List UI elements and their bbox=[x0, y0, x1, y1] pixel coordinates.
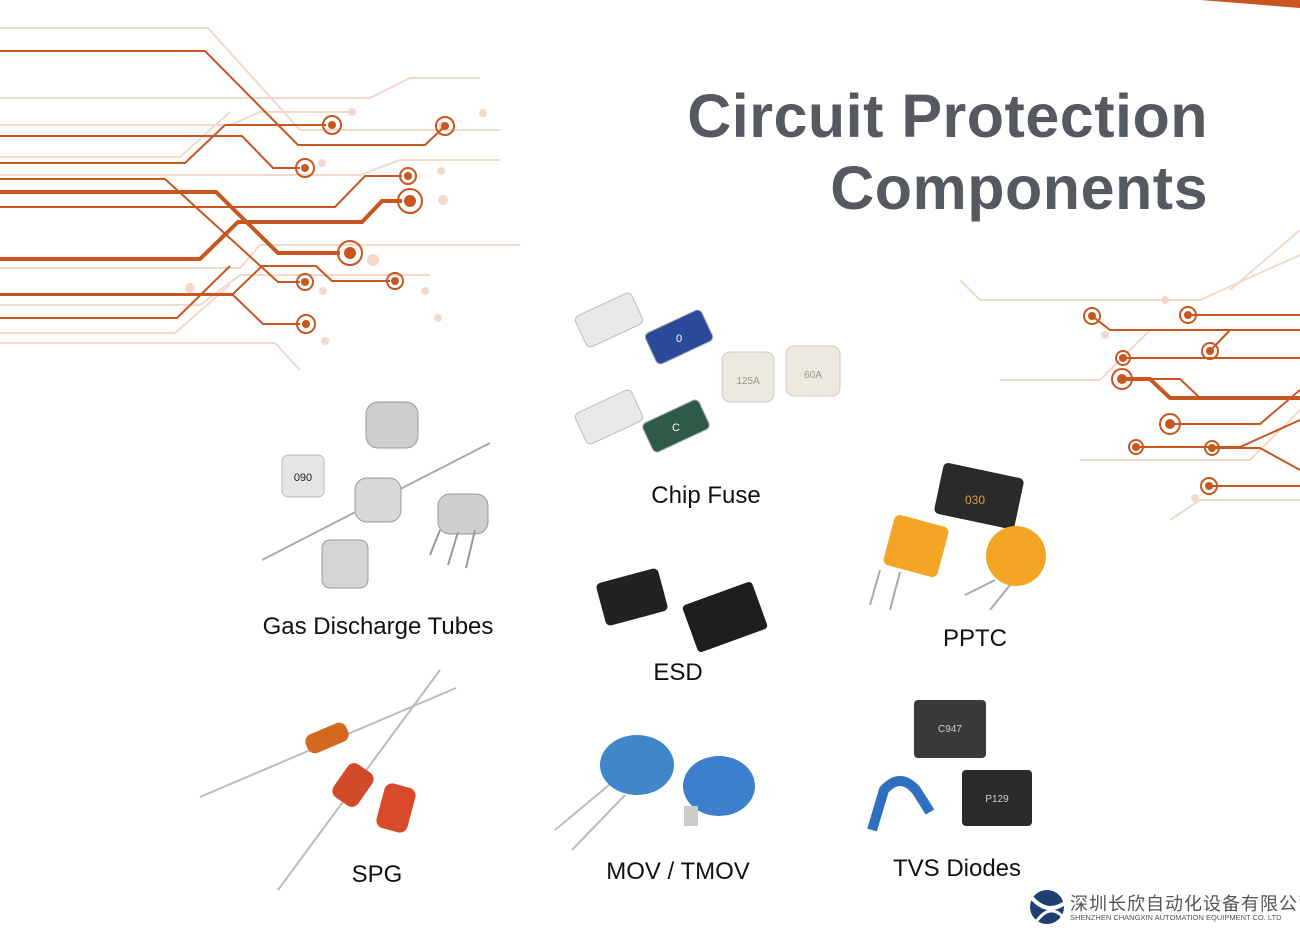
svg-text:125A: 125A bbox=[736, 376, 760, 387]
label-pptc: PPTC bbox=[942, 625, 1008, 652]
svg-text:0: 0 bbox=[676, 333, 682, 345]
label-esd: ESD bbox=[653, 659, 703, 686]
corner-accent bbox=[1200, 0, 1300, 8]
title-line-1: Circuit Protection bbox=[687, 82, 1208, 150]
title-line-2: Components bbox=[830, 154, 1208, 222]
gas-discharge-tubes-image: 090 bbox=[261, 401, 491, 589]
company-name-cn: 深圳长欣自动化设备有限公司 bbox=[1070, 894, 1300, 914]
svg-text:030: 030 bbox=[965, 493, 985, 507]
page-title: Circuit Protection Components bbox=[687, 80, 1208, 224]
label-chip-fuse: Chip Fuse bbox=[651, 482, 761, 509]
chip-fuse-image: 0 125A 60A C bbox=[574, 292, 841, 453]
svg-text:C947: C947 bbox=[938, 724, 962, 735]
company-logo: 深圳长欣自动化设备有限公司 SHENZHEN CHANGXIN AUTOMATI… bbox=[1028, 888, 1300, 926]
svg-text:C: C bbox=[672, 422, 680, 434]
label-mov-tmov: MOV / TMOV bbox=[606, 858, 750, 885]
pptc-image: 030 bbox=[869, 462, 1046, 611]
logo-mark-icon bbox=[1030, 890, 1068, 924]
svg-text:60A: 60A bbox=[804, 370, 822, 381]
label-spg: SPG bbox=[351, 861, 403, 888]
spg-image bbox=[199, 669, 457, 891]
svg-text:P129: P129 bbox=[985, 794, 1009, 805]
company-name-en: SHENZHEN CHANGXIN AUTOMATION EQUIPMENT C… bbox=[1070, 913, 1282, 922]
label-tvs-diodes: TVS Diodes bbox=[892, 855, 1022, 882]
tvs-diodes-image: C947 P129 bbox=[867, 700, 1032, 832]
svg-text:090: 090 bbox=[294, 472, 312, 484]
mov-tmov-image bbox=[554, 735, 755, 851]
label-gas-discharge-tubes: Gas Discharge Tubes bbox=[262, 613, 494, 640]
esd-image bbox=[596, 568, 768, 653]
